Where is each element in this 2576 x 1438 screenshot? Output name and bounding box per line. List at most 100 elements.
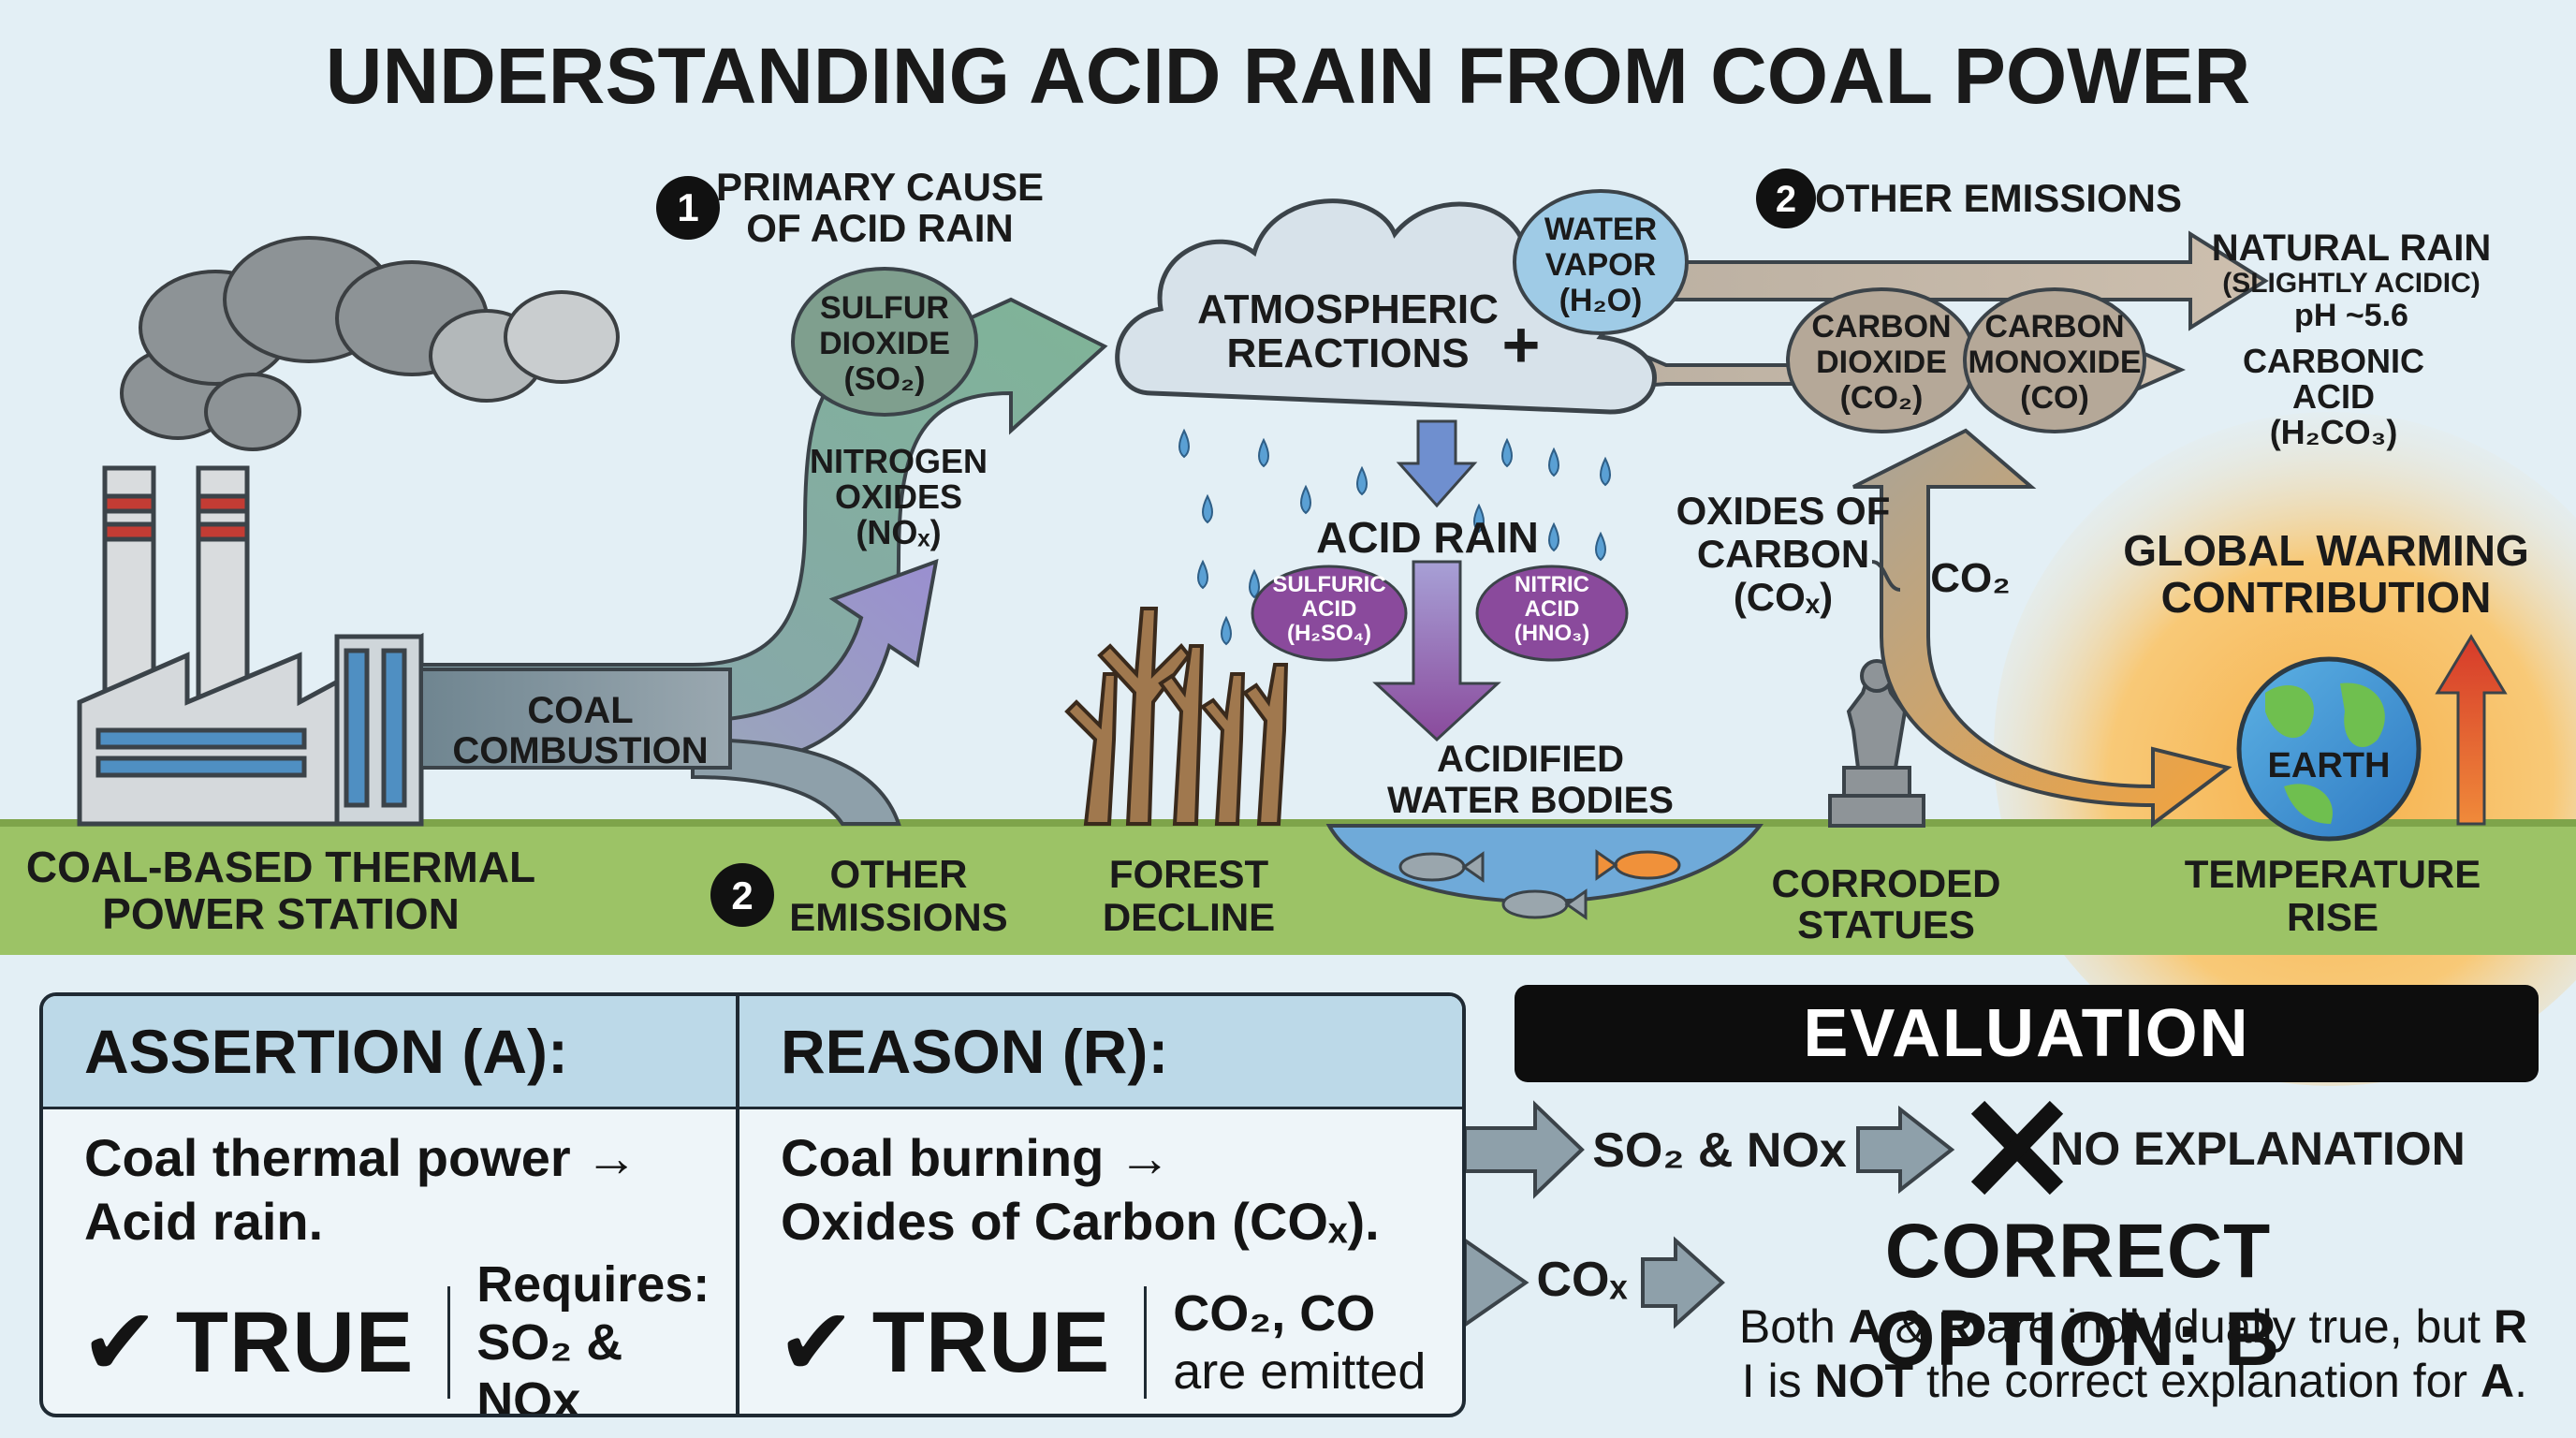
nitric-label-3: (HNO₃): [1515, 621, 1589, 646]
reactions-label-1: ATMOSPHERIC: [1197, 286, 1499, 332]
so2-label-3: (SO₂): [844, 361, 926, 397]
temperature-label-2: RISE: [2287, 895, 2378, 939]
reason-note: CO₂, CO are emitted: [1173, 1284, 1426, 1401]
assertion-note-2: SO₂ & NOx: [476, 1314, 623, 1417]
explanation-line-2: I is NOT the correct explanation for A.: [1704, 1354, 2527, 1408]
nitric-acid-bubble: [1475, 565, 1629, 662]
primary-cause-label-2: OF ACID RAIN: [746, 206, 1013, 250]
sulfuric-label-1: SULFURIC: [1272, 572, 1385, 597]
primary-cause-label-1: PRIMARY CAUSE: [716, 165, 1044, 209]
rain-down-arrow: [1396, 419, 1478, 508]
cross-icon: [1970, 1100, 2064, 1196]
correct-option: CORRECT OPTION: B: [1875, 1209, 2281, 1382]
badge-2-top-label: 2: [1776, 179, 1796, 220]
station-label-2: POWER STATION: [102, 889, 460, 938]
eval-arrow-3: [1463, 1237, 1530, 1328]
reason-heading: REASON (R):: [739, 996, 1462, 1109]
assertion-verdict-label: TRUE: [175, 1294, 415, 1390]
eval-row1-label: SO₂ & NOx: [1592, 1123, 1847, 1178]
reason-verdict: ✔ TRUE CO₂, CO are emitted: [777, 1284, 1426, 1401]
reason-line-1: Coal burning →: [781, 1128, 1171, 1187]
ground-other-label-2: EMISSIONS: [789, 895, 1007, 939]
cox-bracket: [1871, 560, 1901, 592]
verdict-divider: [447, 1286, 451, 1399]
expl-1d: R: [1939, 1300, 1974, 1353]
ground-emissions-flow: [691, 737, 901, 826]
assertion-verdict: ✔ TRUE Requires: SO₂ & NOx: [80, 1256, 736, 1414]
expl-2b: NOT: [1814, 1355, 1914, 1407]
cox-label-3: (COₓ): [1734, 575, 1833, 619]
carbonic-label-1: CARBONIC: [2243, 342, 2424, 380]
natural-rain-label-3: pH ~5.6: [2294, 298, 2408, 333]
co2-to-earth-arrow: [1852, 428, 2232, 828]
reason-note-1: CO₂, CO: [1173, 1285, 1376, 1342]
reason-body: Coal burning → Oxides of Carbon (COₓ).: [739, 1109, 1462, 1254]
check-icon: ✔: [80, 1287, 159, 1397]
smoke-icon: [120, 236, 620, 451]
nox-label-1: NITROGEN: [810, 442, 988, 480]
assertion-column: ASSERTION (A): Coal thermal power → Acid…: [43, 996, 739, 1414]
expl-1e: are individually true, but: [1973, 1300, 2494, 1353]
expl-2c: the correct explanation for: [1913, 1355, 2481, 1407]
temperature-label-1: TEMPERATURE: [2185, 852, 2481, 896]
expl-2a: I is: [1741, 1355, 1815, 1407]
sulfuric-acid-bubble: [1251, 565, 1408, 662]
co2-label-1: CARBON: [1811, 309, 1951, 345]
co2-label-3: (CO₂): [1840, 380, 1924, 416]
forest-label-2: DECLINE: [1103, 895, 1275, 939]
coal-combustion-band: [419, 668, 732, 770]
forest-label-1: FOREST: [1109, 852, 1269, 896]
nox-label-2: OXIDES: [835, 477, 962, 516]
eval-row2-label: COₓ: [1536, 1253, 1628, 1307]
tree-icon: [1064, 607, 1289, 826]
assertion-line-1: Coal thermal power →: [84, 1128, 638, 1187]
co-label-3: (CO): [2020, 380, 2089, 416]
earth-label: EARTH: [2268, 746, 2391, 785]
nox-label-3: (NOₓ): [856, 513, 941, 551]
assertion-reason-panel: ASSERTION (A): Coal thermal power → Acid…: [39, 992, 1466, 1417]
water-bodies-label-1: ACIDIFIED: [1437, 739, 1624, 780]
check-icon: ✔: [777, 1287, 856, 1397]
eval-arrow-1: [1463, 1100, 1585, 1199]
co-bubble: [1963, 287, 2146, 433]
co2-arrow-label: CO₂: [1930, 555, 2011, 601]
statues-label-2: STATUES: [1797, 902, 1975, 946]
sulfuric-label-3: (H₂SO₄): [1287, 621, 1371, 646]
water-vapor-label-1: WATER: [1544, 212, 1657, 247]
expl-2e: .: [2514, 1355, 2527, 1407]
reason-verdict-label: TRUE: [871, 1294, 1111, 1390]
verdict-divider: [1144, 1286, 1148, 1399]
ground: [0, 824, 2576, 955]
assertion-heading: ASSERTION (A):: [43, 996, 736, 1109]
statues-label-1: CORRODED: [1771, 861, 2000, 905]
arrow-up-icon: [2435, 634, 2508, 826]
water-vapor-label-3: (H₂O): [1559, 283, 1643, 318]
page-title: UNDERSTANDING ACID RAIN FROM COAL POWER: [326, 32, 2250, 120]
so2-bubble: [791, 267, 978, 417]
warming-label-2: CONTRIBUTION: [2161, 573, 2492, 622]
carbonic-label-2: ACID: [2292, 377, 2375, 416]
combustion-label-1: COAL: [527, 690, 633, 731]
assertion-note: Requires: SO₂ & NOx: [476, 1255, 736, 1417]
eval-row1-result: NO EXPLANATION: [2050, 1123, 2466, 1175]
station-label-1: COAL-BASED THERMAL: [26, 843, 535, 891]
expl-1b: A: [1848, 1300, 1882, 1353]
reason-line-2: Oxides of Carbon (COₓ).: [781, 1192, 1380, 1251]
combustion-label-2: COMBUSTION: [452, 730, 708, 771]
badge-1-label: 1: [677, 185, 698, 229]
statue-icon: [1828, 659, 1925, 828]
co-label-2: MONOXIDE: [1968, 345, 2141, 380]
explanation-line-1: Both A & R are individually true, but R: [1704, 1299, 2527, 1354]
carbonic-label-3: (H₂CO₃): [2270, 413, 2398, 451]
badge-2-bottom: [710, 863, 774, 927]
cox-label-1: OXIDES OF: [1676, 489, 1891, 533]
expl-1c: &: [1881, 1300, 1939, 1353]
badge-1: [656, 176, 720, 240]
ground-other-label-1: OTHER: [830, 852, 968, 896]
acid-rain-label: ACID RAIN: [1316, 513, 1539, 562]
eval-arrow-4: [1641, 1236, 1725, 1329]
factory-icon: [77, 465, 424, 827]
assertion-note-1: Requires:: [476, 1256, 710, 1313]
natural-rain-label-1: NATURAL RAIN: [2212, 227, 2492, 269]
